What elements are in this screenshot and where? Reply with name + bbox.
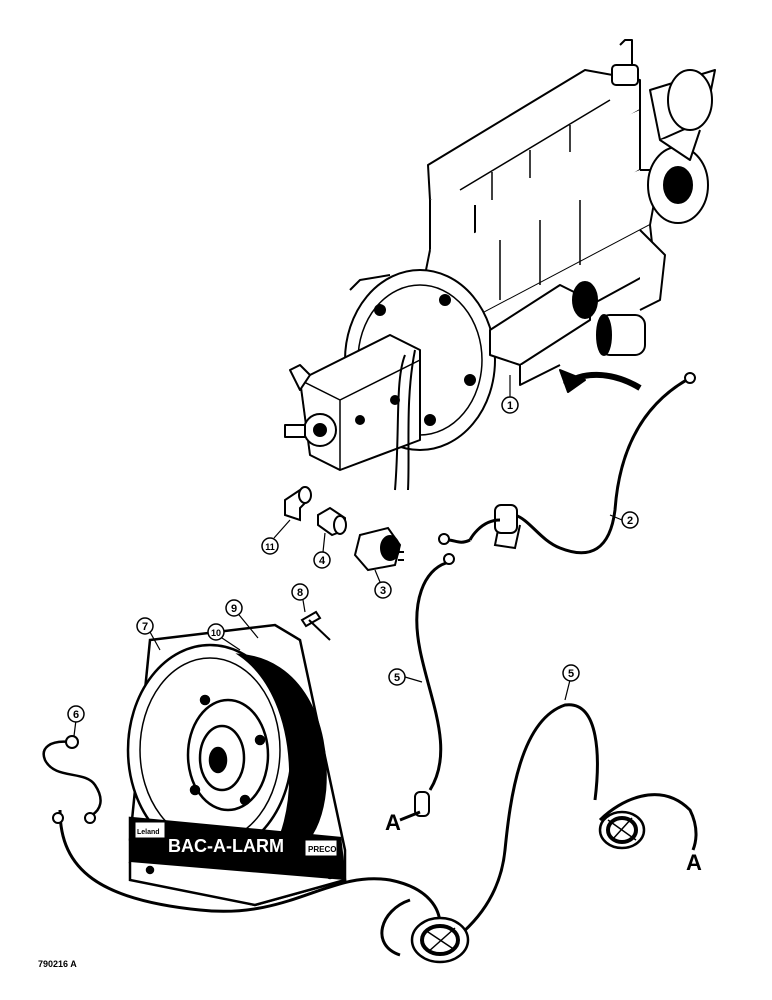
- callout-5a: 5: [388, 668, 406, 686]
- callout-9: 9: [225, 599, 243, 617]
- svg-text:11: 11: [265, 542, 275, 552]
- backup-alarm-icon: [126, 623, 347, 907]
- svg-text:7: 7: [142, 621, 148, 633]
- callout-5b: 5: [562, 664, 580, 682]
- svg-text:4: 4: [319, 555, 326, 567]
- svg-text:9: 9: [231, 603, 237, 615]
- callout-4: 4: [313, 551, 331, 569]
- wire-harness-icon: [438, 372, 696, 555]
- figure-id: 790216 A: [38, 959, 77, 969]
- pressure-switch-icon: [353, 526, 404, 572]
- wire-harness-icon: [42, 735, 102, 824]
- adapter-fitting-icon: [317, 506, 347, 537]
- connector-label-left: A: [385, 810, 401, 835]
- callout-6: 6: [67, 705, 85, 723]
- svg-text:5: 5: [568, 668, 574, 680]
- engine-assembly-icon: [284, 39, 716, 491]
- svg-text:1: 1: [507, 400, 513, 412]
- callout-10: 10: [207, 623, 225, 641]
- alarm-brand: BAC-A-LARM: [168, 836, 284, 856]
- bolt-icon: [300, 610, 331, 641]
- alarm-badge-left: Leland: [137, 829, 160, 836]
- svg-text:2: 2: [627, 515, 633, 527]
- callout-1: 1: [501, 396, 519, 414]
- alarm-badge-right: PRECO: [308, 845, 336, 854]
- callout-2: 2: [621, 511, 639, 529]
- callout-leaders: [73, 375, 623, 737]
- callout-11: 11: [261, 537, 279, 555]
- callout-3: 3: [374, 581, 392, 599]
- callout-8: 8: [291, 583, 309, 601]
- fitting-elbow-icon: [284, 486, 312, 522]
- svg-text:3: 3: [380, 585, 386, 597]
- svg-text:5: 5: [394, 672, 400, 684]
- wire-harness-icon: [399, 553, 455, 822]
- svg-text:10: 10: [211, 628, 221, 638]
- connector-label-right: A: [686, 850, 702, 875]
- svg-text:6: 6: [73, 709, 79, 721]
- wire-harness-icon: [58, 703, 698, 964]
- svg-text:8: 8: [297, 587, 303, 599]
- callout-7: 7: [136, 617, 154, 635]
